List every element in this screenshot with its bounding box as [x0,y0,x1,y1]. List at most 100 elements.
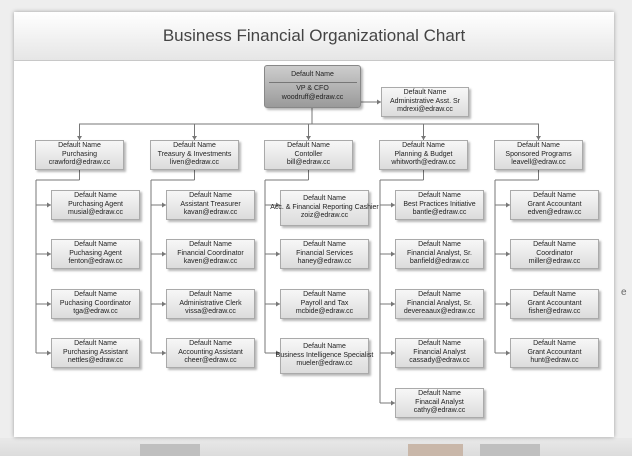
node-name: Default Name [74,291,117,299]
node-title: Treasury & Investments [157,150,232,158]
connector-arrow [306,136,311,140]
node-title: Finacail Analyst [415,398,464,406]
connector-arrow [47,202,51,208]
node-name: Default Name [402,142,445,150]
connector-arrow [162,350,166,356]
node-name: Default Name [189,340,232,348]
node-title: Purchasing Assistant [63,348,128,356]
node-email: tga@edraw.cc [73,308,118,316]
node-name: Default Name [303,241,346,249]
connector-arrow [47,251,51,257]
node-title: Planning & Budget [394,150,453,158]
node-name: Default Name [303,291,346,299]
node-email: bantle@edraw.cc [412,209,467,217]
node-email: mueler@edraw.cc [296,360,353,368]
node-name: Default Name [291,70,334,78]
node-email: nettles@edraw.cc [67,357,124,365]
node-title: Business Intelligence Specialist [275,351,374,359]
node-email: edven@edraw.cc [527,209,582,217]
node-name: Default Name [418,390,461,398]
node-title: Financial Services [296,249,353,257]
connector-arrow [421,136,426,140]
node-name: Default Name [418,241,461,249]
node-title: Purchasing [61,150,98,158]
node-title: Financial Analyst, Sr. [407,299,472,307]
node-name: Default Name [403,89,447,97]
connector-arrow [276,350,280,356]
connector-arrow [391,251,395,257]
node-title: Sponsored Programs [505,150,572,158]
chart-page: Business Financial Organizational Chart … [14,12,614,437]
node-name: Default Name [418,340,461,348]
connector-arrow [276,202,280,208]
thumbnail-strip-item[interactable] [480,444,540,456]
node-email: liven@edraw.cc [169,159,220,167]
connector-arrow [506,301,510,307]
node-title: Grant Accountant [527,348,582,356]
node-name: Default Name [74,340,117,348]
node-title: Administrative Asst. Sr [389,97,461,105]
connector-arrow [391,400,395,406]
node-name: Default Name [517,142,560,150]
connector-arrow [47,350,51,356]
node-title: Payroll and Tax [300,299,349,307]
thumbnail-strip-item[interactable] [408,444,463,456]
node-email: leavell@edraw.cc [511,159,566,167]
node-email: fisher@edraw.cc [528,308,581,316]
node-email: miller@edraw.cc [528,258,581,266]
connector-arrow [391,202,395,208]
node-title: Puchasing Agent [69,249,122,257]
node-email: hunt@edraw.cc [530,357,579,365]
thumbnail-strip-item[interactable] [140,444,200,456]
node-title: Puchasing Coordinator [59,299,132,307]
node-email: cassady@edraw.cc [409,357,470,365]
chart-title: Business Financial Organizational Chart [162,26,466,45]
node-email: bill@edraw.cc [286,159,331,167]
node-name: Default Name [287,142,330,150]
node-email: whitworth@edraw.cc [391,159,456,167]
node-email: woodruff@edraw.cc [281,93,344,101]
node-email: vissa@edraw.cc [185,308,236,316]
node-title: Purchasing Agent [68,200,123,208]
node-email: mcbide@edraw.cc [295,308,354,316]
node-email: mdrexi@edraw.cc [397,106,453,114]
connector-arrow [276,301,280,307]
node-email: devereaaux@edraw.cc [403,308,476,316]
connector-arrow [162,251,166,257]
node-name: Default Name [533,291,576,299]
connector-arrow [391,301,395,307]
connector-arrow [506,251,510,257]
node-email: zoiz@edraw.cc [300,212,349,220]
node-name: Default Name [303,195,346,203]
node-name: Default Name [418,192,461,200]
node-title: VP & CFO [296,85,329,93]
